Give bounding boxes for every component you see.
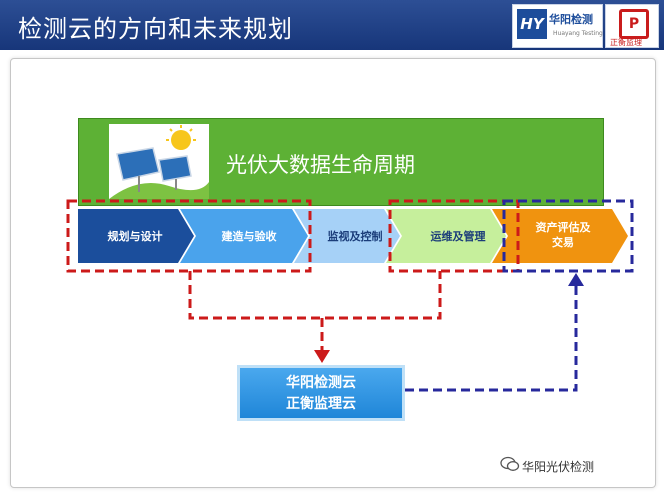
red-dashed-connector: [188, 271, 442, 320]
stage-planning-label: 规划与设计: [108, 229, 163, 243]
blue-dashed-connector: [405, 284, 578, 392]
stage-asset-label-2: 交易: [552, 235, 574, 249]
red-dashed-group-left: [66, 199, 312, 273]
stage-monitoring-label: 监视及控制: [328, 229, 383, 243]
huayang-logo: HY 华阳检测 Huayang Testing: [512, 4, 603, 48]
red-dashed-group-right: [388, 199, 520, 273]
lifecycle-title: 光伏大数据生命周期: [226, 153, 415, 177]
zhengheng-logo: P 正衡监理: [605, 4, 659, 48]
zhengheng-mark-icon: P: [619, 9, 649, 39]
solar-panel-icon: [109, 124, 209, 199]
cloud-line-2: 正衡监理云: [286, 396, 356, 412]
red-arrow-head: [314, 350, 330, 363]
stage-asset-trading: [492, 209, 628, 263]
blue-arrow-head: [568, 273, 584, 286]
inspection-cloud-box: 华阳检测云 正衡监理云: [237, 365, 405, 421]
stage-operations-label: 运维及管理: [431, 229, 486, 243]
header-bar: 检测云的方向和未来规划 HY 华阳检测 Huayang Testing P 正衡…: [0, 0, 664, 50]
huayang-logo-sub: Huayang Testing: [553, 30, 603, 37]
stage-construction-label: 建造与验收: [222, 229, 277, 243]
footer-text: 华阳光伏检测: [522, 460, 595, 474]
cloud-line-1: 华阳检测云: [286, 375, 356, 391]
lifecycle-box: 光伏大数据生命周期: [78, 118, 604, 206]
stage-planning: [78, 209, 194, 263]
stage-monitoring: [294, 209, 400, 263]
footer-watermark: 华阳光伏检测: [500, 456, 595, 475]
wechat-icon: [500, 456, 520, 471]
huayang-logo-name: 华阳检测: [549, 13, 593, 26]
stage-operations: [386, 209, 506, 263]
slide-title: 检测云的方向和未来规划: [18, 15, 293, 43]
blue-dashed-group: [502, 199, 634, 273]
stage-asset-label-1: 资产评估及: [536, 220, 592, 234]
hy-badge: HY: [517, 9, 547, 39]
zhengheng-logo-name: 正衡监理: [610, 38, 642, 47]
stage-construction: [180, 209, 308, 263]
